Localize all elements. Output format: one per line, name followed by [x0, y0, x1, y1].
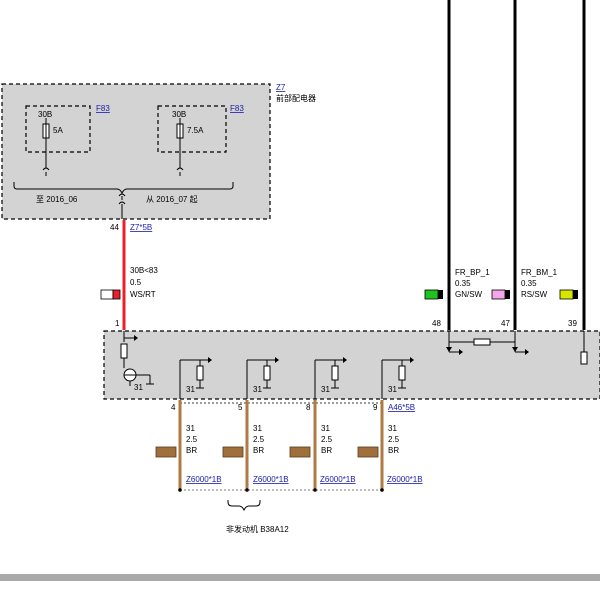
fuse-1-circuit: 30B [38, 110, 52, 119]
ground-wire-1-label: 31 [186, 424, 195, 433]
wire-main-label: 30B<83 [130, 266, 158, 275]
internal-supply-circuit: 31 [120, 331, 154, 392]
module-name: 前部配电器 [276, 93, 316, 103]
fuse-1-ref-link[interactable]: F83 [96, 104, 110, 113]
ground-wire-4-label: 31 [388, 424, 397, 433]
ground-wire-2-label: 31 [253, 424, 262, 433]
pin-4: 4 [171, 403, 176, 412]
splice-dot-1 [178, 488, 182, 492]
connector-z7-5b-link[interactable]: Z7*5B [130, 223, 152, 232]
splice-link-1[interactable]: Z6000*1B [186, 475, 222, 484]
ground-circuit-1: 31 [179, 357, 212, 399]
lower-control-module [103, 330, 600, 400]
ground-wire-1-color: BR [186, 446, 197, 455]
wire-break-symbol [118, 193, 126, 205]
color-swatch-rs-sw-b [559, 289, 578, 300]
pin-47: 47 [501, 319, 510, 328]
pin-48: 48 [432, 319, 441, 328]
ground-wire-4-gauge: 2.5 [388, 435, 400, 444]
fuse-1-version-note: 至 2016_06 [36, 195, 78, 204]
wire-bp-gauge: 0.35 [455, 279, 471, 288]
ground-circuit-3-label: 31 [321, 385, 330, 394]
ground-wire-2-color: BR [253, 446, 264, 455]
engine-note: 非发动机 B38A12 [226, 524, 289, 534]
ground-circuit-2: 31 [246, 357, 279, 399]
fuse-2-ref-link[interactable]: F83 [230, 104, 244, 113]
ground-circuit-1-label: 31 [186, 385, 195, 394]
color-swatch-br-4 [357, 446, 379, 458]
wire-bp-name: FR_BP_1 [455, 268, 490, 277]
ground-wire-3-label: 31 [321, 424, 330, 433]
pin-39: 39 [568, 319, 577, 328]
ground-wire-2-gauge: 2.5 [253, 435, 265, 444]
ground-wire-1-gauge: 2.5 [186, 435, 198, 444]
pin-5: 5 [238, 403, 243, 412]
pin-1: 1 [115, 319, 120, 328]
color-swatch-br-1 [155, 446, 177, 458]
color-swatch-br-3 [289, 446, 311, 458]
ground-wire-3-color: BR [321, 446, 332, 455]
wire-bp-color: GN/SW [455, 290, 483, 299]
internal-ground-label: 31 [134, 383, 143, 392]
fuse-1: 30B F83 5A [25, 104, 110, 176]
ground-circuit-4-label: 31 [388, 385, 397, 394]
version-brace [13, 182, 234, 195]
engine-note-brace [227, 500, 261, 512]
ground-circuit-4: 31 [381, 357, 414, 399]
color-swatch-rs-sw-a [491, 289, 510, 300]
page-divider-bar [0, 574, 600, 581]
pin-44: 44 [110, 223, 119, 232]
wire-main-gauge: 0.5 [130, 278, 142, 287]
wire-bm-name: FR_BM_1 [521, 268, 558, 277]
connector-a46-5b-link[interactable]: A46*5B [388, 403, 415, 412]
module-ref-link[interactable]: Z7 [276, 83, 286, 92]
internal-bus-circuit [446, 331, 588, 365]
pin-8: 8 [306, 403, 311, 412]
splice-dot-3 [313, 488, 317, 492]
splice-dot-2 [245, 488, 249, 492]
fuse-2: 30B F83 7.5A [157, 104, 244, 176]
color-swatch-br-2 [222, 446, 244, 458]
splice-link-3[interactable]: Z6000*1B [320, 475, 356, 484]
splice-link-4[interactable]: Z6000*1B [387, 475, 423, 484]
splice-link-2[interactable]: Z6000*1B [253, 475, 289, 484]
wire-bm-color: RS/SW [521, 290, 548, 299]
fuse-2-version-note: 从 2016_07 起 [146, 195, 198, 204]
wire-main-color: WS/RT [130, 290, 156, 299]
color-swatch-ws-rt [100, 289, 121, 300]
ground-circuit-3: 31 [314, 357, 347, 399]
ground-wire-4-color: BR [388, 446, 399, 455]
fuse-1-rating: 5A [53, 126, 63, 135]
ground-circuit-2-label: 31 [253, 385, 262, 394]
color-swatch-gn-sw [424, 289, 443, 300]
fuse-2-rating: 7.5A [187, 126, 204, 135]
ground-wire-3-gauge: 2.5 [321, 435, 333, 444]
pin-9: 9 [373, 403, 378, 412]
wire-bm-gauge: 0.35 [521, 279, 537, 288]
fuse-2-circuit: 30B [172, 110, 186, 119]
